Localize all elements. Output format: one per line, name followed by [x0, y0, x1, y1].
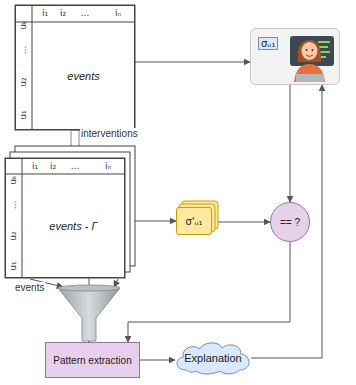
matrix-header-line — [15, 22, 135, 23]
node-text: Explanation — [184, 352, 242, 364]
matrix-row-line — [22, 158, 23, 278]
laptop — [296, 74, 324, 82]
connector — [135, 62, 250, 63]
column-header: i₂ — [50, 161, 56, 171]
connector — [212, 222, 270, 223]
intervened-matrix-stack: events - Γ — [5, 158, 125, 278]
funnel — [58, 288, 120, 341]
monitor — [290, 36, 334, 66]
user-panel: σᵤ₁ — [250, 28, 340, 85]
row-header: u₁ — [8, 261, 18, 270]
funnel-rim — [58, 285, 120, 291]
connector — [140, 360, 175, 361]
prediction-cards: σ'ᵤ₁ — [176, 207, 212, 235]
node-text: σ'ᵤ₁ — [185, 216, 202, 227]
row-header: u₂ — [18, 77, 28, 86]
shirt — [294, 64, 325, 82]
node-text: σᵤ₁ — [258, 37, 278, 50]
face — [302, 42, 318, 60]
row-header: u₂ — [8, 231, 18, 240]
hair — [298, 40, 321, 62]
event-matrix: events — [15, 5, 135, 130]
connector — [251, 85, 322, 358]
connector — [128, 242, 290, 342]
column-header: ... — [71, 161, 80, 171]
column-header: i₁ — [32, 161, 38, 171]
column-header: ... — [81, 8, 90, 18]
compare-circle: == ? — [270, 202, 310, 242]
matrix-row-line — [32, 5, 33, 130]
node-text: == ? — [280, 217, 300, 228]
user-icon — [288, 32, 336, 84]
edge-label: interventions — [80, 128, 139, 140]
node-text: events - Γ — [49, 220, 97, 232]
matrix-header-line — [5, 174, 125, 175]
matrix-background — [15, 5, 135, 130]
row-header: ... — [8, 201, 18, 210]
column-header: iₙ — [105, 161, 111, 171]
node-text: Pattern extraction — [53, 355, 131, 366]
row-header: uₖ — [8, 175, 18, 185]
column-header: i₂ — [60, 8, 66, 18]
node-text: events — [67, 70, 99, 82]
edge-label: events — [14, 282, 45, 294]
column-header: i₁ — [42, 8, 48, 18]
explanation-cloud: Explanation — [172, 340, 254, 376]
process-box: Pattern extraction — [45, 342, 140, 378]
row-header: ... — [18, 46, 28, 55]
row-header: uₖ — [18, 20, 28, 30]
row-header: u₁ — [18, 110, 28, 119]
column-header: iₙ — [115, 8, 121, 18]
connector — [290, 85, 291, 202]
matrix-stack-frame — [5, 158, 125, 278]
